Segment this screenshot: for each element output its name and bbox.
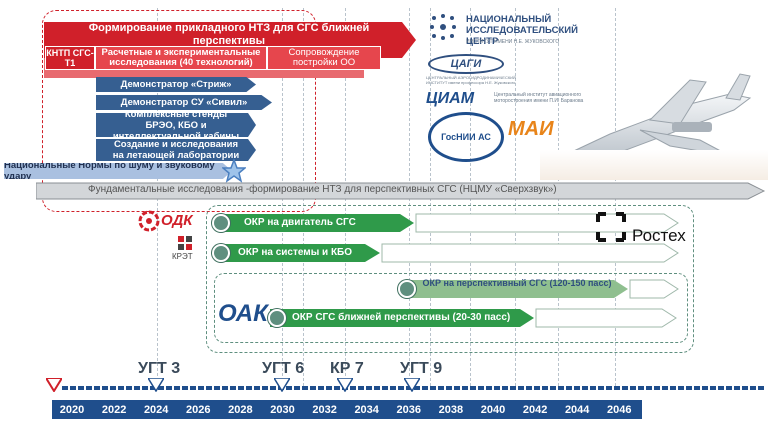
kret-logo-icon [178,236,192,250]
year-bar [52,400,642,419]
okr-frame-outer [206,205,694,353]
gosniias-logo-text: ГосНИИ АС [441,132,491,142]
noise-norms: Национальные Нормы по шуму и звуковому у… [4,163,232,179]
milestone-kr7-label: КР 7 [330,360,364,377]
year-label: 2020 [59,404,85,416]
nic-subtitle: ИНСТИТУТ ИМЕНИ Н.Е. ЖУКОВСКОГО [466,39,560,45]
year-label: 2038 [438,404,464,416]
flying-lab: Создание и исследования на летающей лабо… [96,139,256,161]
year-label: 2046 [607,404,632,416]
milestone-ugt3-triangle [148,378,164,392]
support-label: Сопровождение постройки ОО [288,47,360,68]
year-label: 2030 [270,404,295,416]
sivil-demonstrator: Демонстратор СУ «Сивил» [96,95,272,110]
milestone-ugt9-triangle [404,378,420,392]
test-stands: Комплексные стенды БРЭО, КБО и интеллект… [96,113,256,137]
knt-label: КНТП СГС-Т1 [46,48,94,68]
support-cell: Сопровождение постройки ОО [267,46,381,70]
nic-logo-icon [430,14,456,40]
odk-logo-text: ОДК [161,212,193,229]
systems-okr-arrow [220,243,679,263]
milestone-ugt3-label: УГТ 3 [138,360,181,377]
year-label: 2044 [564,404,590,416]
year-label: 2026 [186,404,211,416]
year-label: 2040 [480,404,506,416]
year-label: 2034 [354,404,379,416]
mai-logo: МАИ [508,118,554,140]
start-triangle [46,378,62,392]
nic-title: НАЦИОНАЛЬНЫЙ ИССЛЕДОВАТЕЛЬСКИЙ ЦЕНТР [466,14,578,47]
okr-frame-inner [214,273,688,343]
ground-fade [540,150,768,180]
systems-okr-label: ОКР на системы и КБО [238,247,353,258]
research-cell: Расчетные и экспериментальные исследован… [95,46,267,70]
prospective-okr-arrow [406,279,679,299]
rostec-logo-text: Ростех [632,226,686,245]
fundamental-arrow [36,182,766,200]
near-okr-circle [268,309,286,327]
sivil-label: Демонстратор СУ «Сивил» [120,97,248,108]
prospective-okr-circle [398,280,416,298]
gosniias-logo: ГосНИИ АС [428,112,504,162]
ciam-subtitle: Центральный институт авиационного моторо… [494,92,584,104]
engine-okr-circle [212,214,230,232]
milestone-ugt6-triangle [274,378,290,392]
engine-okr-label: ОКР на двигатель СГС [244,217,356,228]
knt-cell: КНТП СГС-Т1 [45,46,95,70]
near-okr-arrow [270,308,677,328]
milestone-ugt6-label: УГТ 6 [262,360,305,377]
milestone-ugt9-label: УГТ 9 [400,360,443,377]
flying-lab-label: Создание и исследования на летающей лабо… [112,139,240,161]
banner-title: Формирование прикладного НТЗ для СГС бли… [88,22,370,46]
near-okr-label: ОКР СГС ближней перспективы (20-30 пасс) [292,312,511,323]
fundamental-label: Фундаментальные исследования -формирован… [88,184,557,195]
kret-logo-text: КРЭТ [172,252,193,261]
prospective-okr-label: ОКР на перспективный СГС (120-150 пасс) [422,278,612,288]
tsagi-logo-text: ЦАГИ [450,58,482,70]
short-term-frame [42,10,316,212]
research-label: Расчетные и экспериментальные исследован… [101,47,261,68]
star-icon [222,159,246,183]
year-label: 2036 [396,404,422,416]
tsagi-logo: ЦАГИ [428,54,504,74]
year-label: 2028 [228,404,253,416]
oak-logo: ОАК [218,300,268,327]
strizh-label: Демонстратор «Стриж» [120,79,232,90]
odk-logo-icon [138,210,160,232]
tsagi-subtitle: ЦЕНТРАЛЬНЫЙ АЭРОГИДРОДИНАМИЧЕСКИЙ ИНСТИТ… [426,75,516,85]
year-label: 2032 [312,404,337,416]
test-stands-label: Комплексные стенды БРЭО, КБО и интеллект… [112,108,240,142]
year-label: 2024 [143,404,169,416]
year-label: 2022 [101,404,127,416]
ciam-logo: ЦИАМ [426,90,475,107]
year-label: 2042 [522,404,548,416]
milestone-kr7-triangle [337,378,353,392]
noise-norms-label: Национальные Нормы по шуму и звуковому у… [4,160,215,182]
systems-okr-circle [212,244,230,262]
rostec-logo-icon [596,212,626,242]
strizh-demonstrator: Демонстратор «Стриж» [96,77,256,92]
aircraft-image [545,73,752,165]
